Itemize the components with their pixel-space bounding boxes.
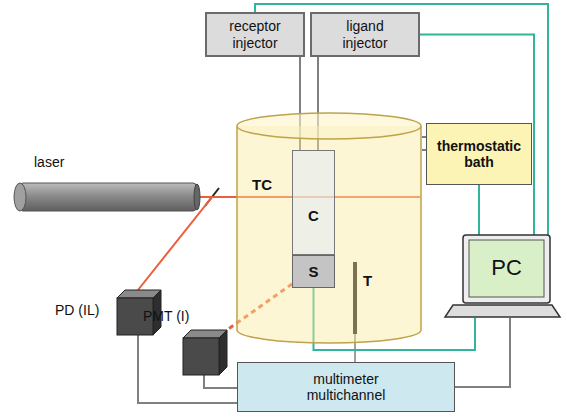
label-anchor: T	[363, 272, 372, 289]
laser-aperture	[194, 184, 200, 210]
connector	[204, 375, 237, 388]
laser-shape	[12, 182, 200, 212]
thermostated-cell: TC C S	[236, 112, 422, 345]
connector	[420, 35, 534, 236]
node-label: PD (IL)	[55, 302, 99, 318]
laptop-screen	[469, 240, 544, 297]
injector-box: receptor injector	[205, 12, 305, 57]
connector	[478, 185, 480, 235]
node-label: TC	[252, 176, 272, 193]
connector	[455, 318, 510, 387]
bath-box: thermostatic bath	[426, 123, 532, 185]
cylinder-top	[237, 113, 421, 139]
node-label: receptor injector	[210, 18, 300, 50]
node-label: S	[308, 263, 318, 280]
cube-front	[183, 338, 219, 375]
injector-box: ligand injector	[310, 12, 420, 57]
node-label: C	[308, 207, 319, 224]
cube-side	[219, 330, 227, 375]
cube-shape	[183, 330, 227, 375]
multimeter-box: multimeter multichannel	[237, 362, 455, 412]
laser-end	[14, 183, 26, 211]
node-label: PMT (I)	[143, 308, 189, 324]
computer: PC	[445, 235, 560, 318]
sample-stirrer: S	[292, 255, 335, 288]
laptop-base	[445, 305, 560, 317]
node-label: ligand injector	[330, 18, 400, 50]
laser-body	[20, 183, 196, 211]
cuvette: C	[292, 150, 335, 255]
node-label: multimeter multichannel	[291, 371, 401, 403]
node-label: laser	[34, 154, 64, 170]
node-label: thermostatic bath	[431, 138, 527, 170]
laser-source: laser	[12, 182, 200, 212]
node-label: PC	[469, 255, 544, 280]
laptop-lid	[463, 235, 550, 303]
part-label: T	[363, 272, 372, 289]
cylinder-body	[237, 126, 421, 343]
photomultiplier: PMT (I)	[183, 330, 227, 375]
